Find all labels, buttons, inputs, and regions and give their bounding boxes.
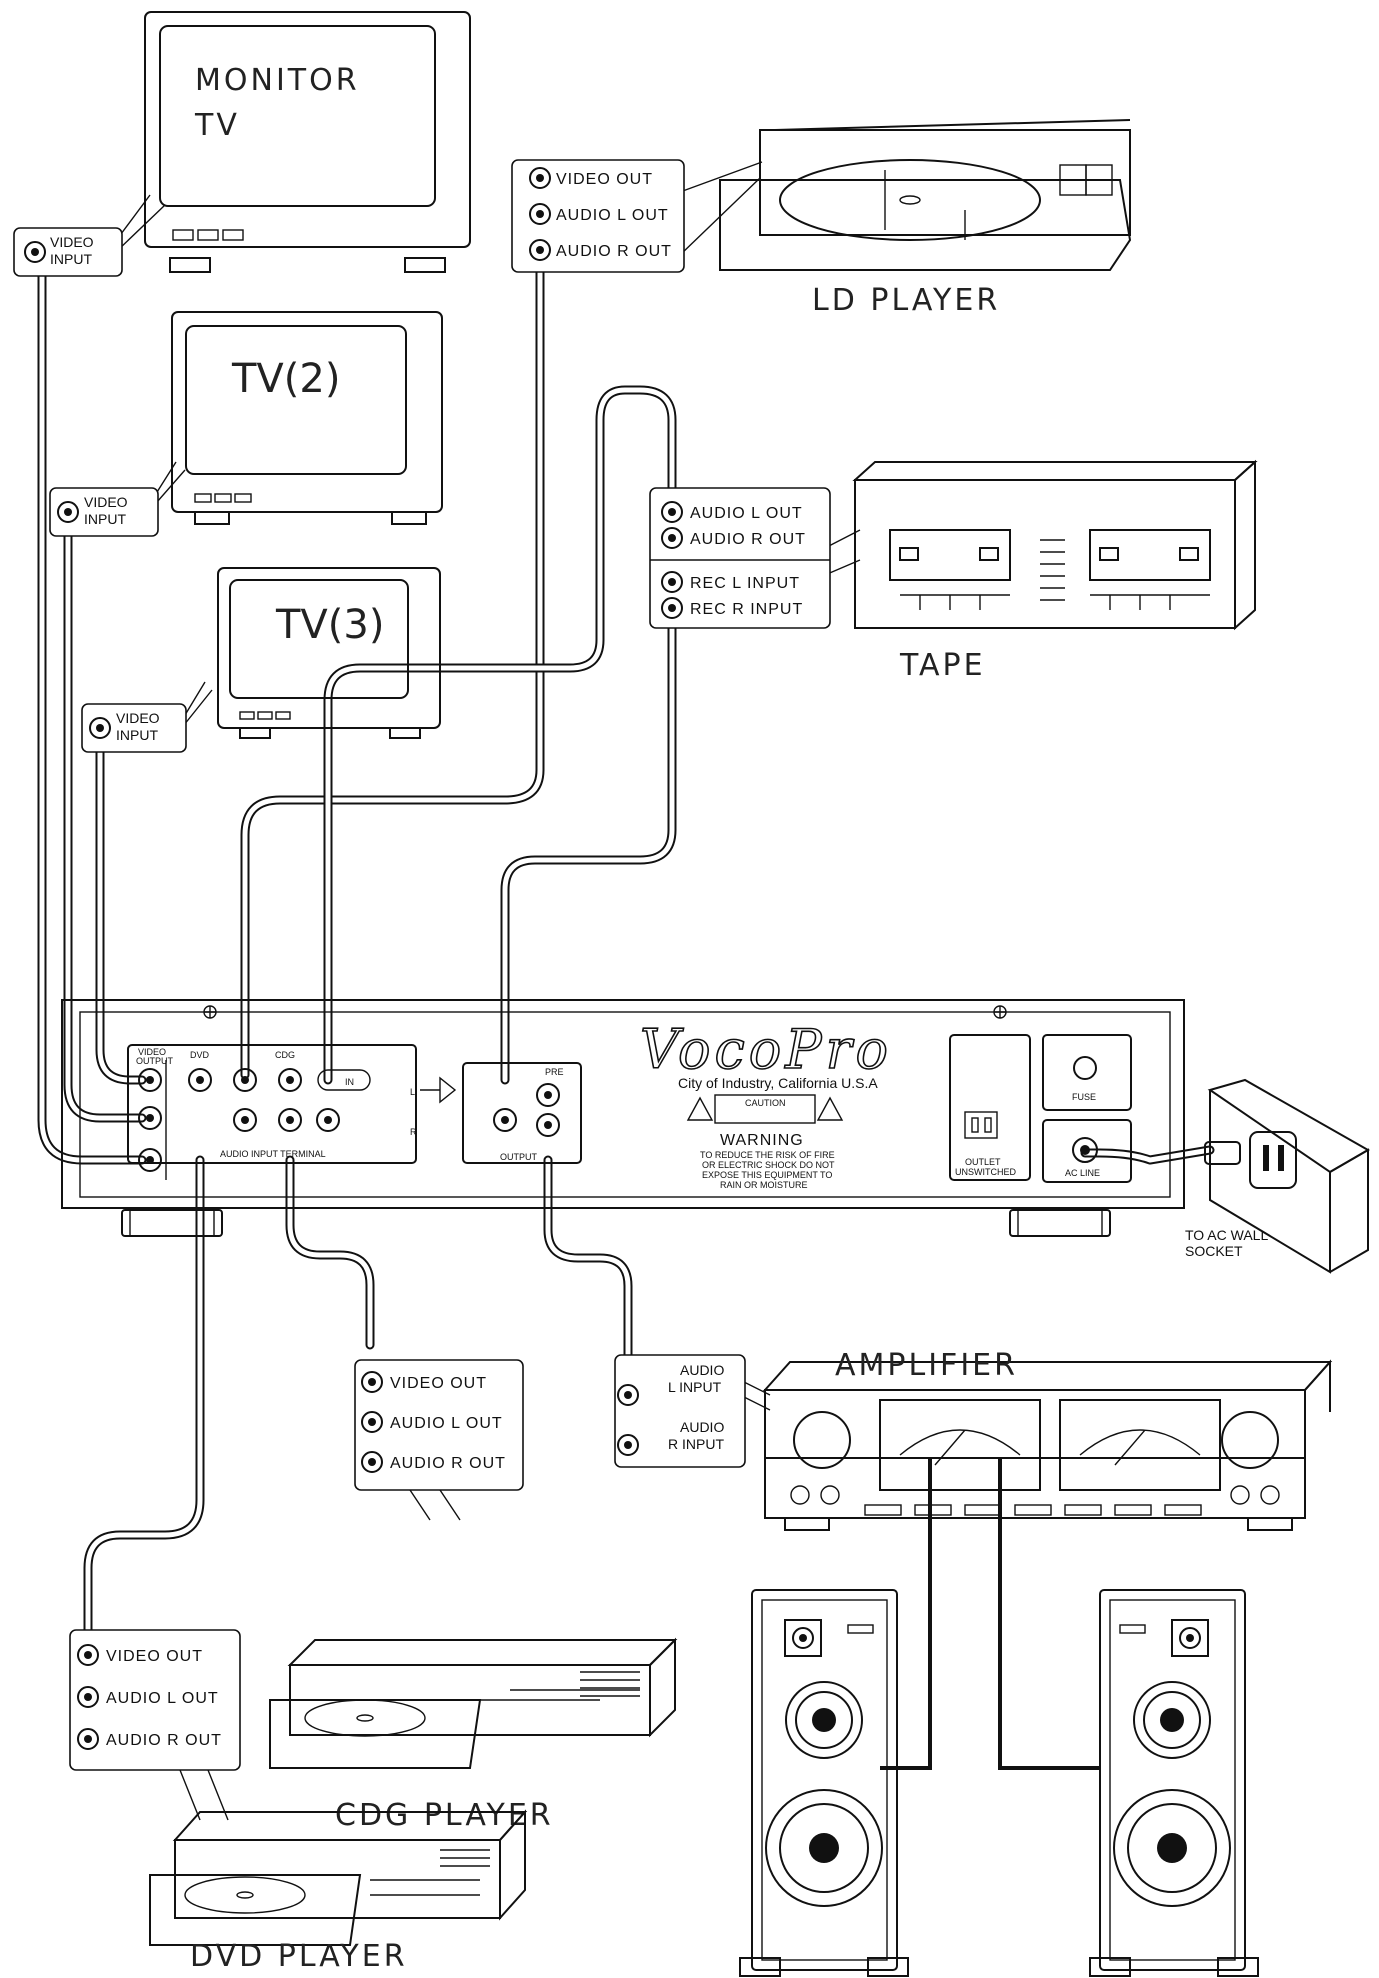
cable-tape-audio-out: [323, 385, 677, 1085]
svg-text:AUDIO R OUT: AUDIO R OUT: [556, 243, 672, 260]
svg-text:REC R INPUT: REC R INPUT: [690, 601, 803, 618]
svg-text:SOCKET: SOCKET: [1185, 1243, 1243, 1259]
cable-tape-rec-input: [500, 605, 677, 1085]
cable-tv2-video: [63, 507, 147, 1123]
svg-text:RAIN OR MOISTURE: RAIN OR MOISTURE: [720, 1180, 808, 1190]
cable-tv3-video: [95, 723, 147, 1085]
cdg-player-outputs-callout: VIDEO OUT AUDIO L OUT AUDIO R OUT: [354, 1359, 524, 1521]
svg-text:INPUT: INPUT: [116, 727, 158, 743]
tv3: TV(3): [217, 567, 441, 739]
svg-text:AUDIO: AUDIO: [680, 1419, 724, 1435]
ld-player-label: LD PLAYER: [812, 283, 1000, 318]
svg-text:TO AC WALL: TO AC WALL: [1185, 1227, 1268, 1243]
svg-text:R: R: [410, 1127, 417, 1137]
tape-deck: TAPE: [852, 459, 1258, 683]
ld-player-outputs-callout: VIDEO OUT AUDIO L OUT AUDIO R OUT: [511, 159, 763, 273]
cables: [37, 253, 1215, 1770]
svg-text:DVD: DVD: [190, 1050, 210, 1060]
monitor-tv-label: TV: [194, 108, 240, 143]
svg-text:OUTLET: OUTLET: [965, 1157, 1001, 1167]
tape-label: TAPE: [899, 648, 986, 683]
wall-socket: TO AC WALL SOCKET: [1185, 1078, 1371, 1274]
svg-text:WARNING: WARNING: [720, 1132, 804, 1149]
tv2-video-input-callout: VIDEO INPUT: [49, 461, 186, 537]
svg-text:L INPUT: L INPUT: [668, 1379, 722, 1395]
svg-text:VIDEO OUT: VIDEO OUT: [556, 171, 653, 188]
svg-text:TO REDUCE THE RISK OF FIRE: TO REDUCE THE RISK OF FIRE: [700, 1150, 835, 1160]
svg-text:OUTPUT: OUTPUT: [136, 1056, 174, 1066]
main-unit-rear-panel: VIDEO OUTPUT DVD CDG AUDIO INPUT TERMINA…: [61, 999, 1185, 1237]
svg-text:AUDIO R OUT: AUDIO R OUT: [390, 1455, 506, 1472]
svg-text:CAUTION: CAUTION: [745, 1098, 786, 1108]
svg-text:AC LINE: AC LINE: [1065, 1168, 1100, 1178]
amplifier-label: AMPLIFIER: [835, 1348, 1018, 1383]
amplifier-input-callout: AUDIO L INPUT AUDIO R INPUT: [614, 1354, 771, 1468]
svg-text:REC L INPUT: REC L INPUT: [690, 575, 800, 592]
cable-amplifier: [543, 1155, 633, 1395]
amplifier: AMPLIFIER: [762, 1348, 1333, 1531]
svg-text:R INPUT: R INPUT: [668, 1436, 724, 1452]
svg-text:AUDIO L OUT: AUDIO L OUT: [556, 207, 669, 224]
svg-text:VIDEO: VIDEO: [84, 494, 128, 510]
monitor-video-input-callout: VIDEO INPUT: [13, 194, 166, 277]
svg-text:IN: IN: [345, 1077, 354, 1087]
dvd-player-label: DVD PLAYER: [190, 1939, 408, 1974]
svg-text:AUDIO L OUT: AUDIO L OUT: [690, 505, 803, 522]
svg-text:VIDEO: VIDEO: [50, 234, 94, 250]
svg-text:OR ELECTRIC SHOCK DO NOT: OR ELECTRIC SHOCK DO NOT: [702, 1160, 835, 1170]
svg-text:VIDEO: VIDEO: [116, 710, 160, 726]
svg-text:PRE: PRE: [545, 1067, 564, 1077]
tv3-video-input-callout: VIDEO INPUT: [81, 681, 213, 753]
svg-text:CDG: CDG: [275, 1050, 295, 1060]
ld-player: LD PLAYER: [719, 119, 1132, 318]
cdg-player: CDG PLAYER: [269, 1637, 678, 1833]
svg-text:AUDIO: AUDIO: [680, 1362, 724, 1378]
svg-text:VIDEO: VIDEO: [138, 1047, 166, 1057]
tv2: TV(2): [171, 311, 443, 525]
tape-callout: AUDIO L OUT AUDIO R OUT REC L INPUT REC …: [649, 487, 861, 629]
svg-text:AUDIO L OUT: AUDIO L OUT: [390, 1415, 503, 1432]
svg-text:AUDIO INPUT TERMINAL: AUDIO INPUT TERMINAL: [220, 1149, 326, 1159]
speaker-left: [739, 1589, 909, 1977]
svg-text:AUDIO R OUT: AUDIO R OUT: [690, 531, 806, 548]
svg-text:INPUT: INPUT: [84, 511, 126, 527]
svg-text:INPUT: INPUT: [50, 251, 92, 267]
svg-text:City of Industry, California U: City of Industry, California U.S.A: [678, 1075, 878, 1091]
tv2-label: TV(2): [231, 356, 340, 402]
svg-text:FUSE: FUSE: [1072, 1092, 1096, 1102]
svg-text:AUDIO L OUT: AUDIO L OUT: [106, 1690, 219, 1707]
svg-text:VIDEO OUT: VIDEO OUT: [106, 1648, 203, 1665]
svg-text:UNSWITCHED: UNSWITCHED: [955, 1167, 1016, 1177]
monitor-tv: MONITOR TV: [144, 11, 471, 273]
speaker-right: [1089, 1589, 1259, 1977]
svg-text:OUTPUT: OUTPUT: [500, 1152, 538, 1162]
vocopro-logo: VocoPro: [640, 1018, 892, 1081]
speaker-wire-right: [998, 1458, 1100, 1770]
svg-text:EXPOSE THIS EQUIPMENT TO: EXPOSE THIS EQUIPMENT TO: [702, 1170, 832, 1180]
cable-dvd-player: [83, 1155, 205, 1640]
svg-text:VIDEO OUT: VIDEO OUT: [390, 1375, 487, 1392]
svg-text:L: L: [410, 1087, 415, 1097]
dvd-player: DVD PLAYER: [149, 1809, 528, 1974]
tv3-label: TV(3): [275, 602, 384, 648]
cdg-player-label: CDG PLAYER: [335, 1798, 554, 1833]
svg-text:AUDIO R OUT: AUDIO R OUT: [106, 1732, 222, 1749]
monitor-label: MONITOR: [195, 63, 360, 98]
dvd-player-outputs-callout: VIDEO OUT AUDIO L OUT AUDIO R OUT: [69, 1629, 241, 1821]
